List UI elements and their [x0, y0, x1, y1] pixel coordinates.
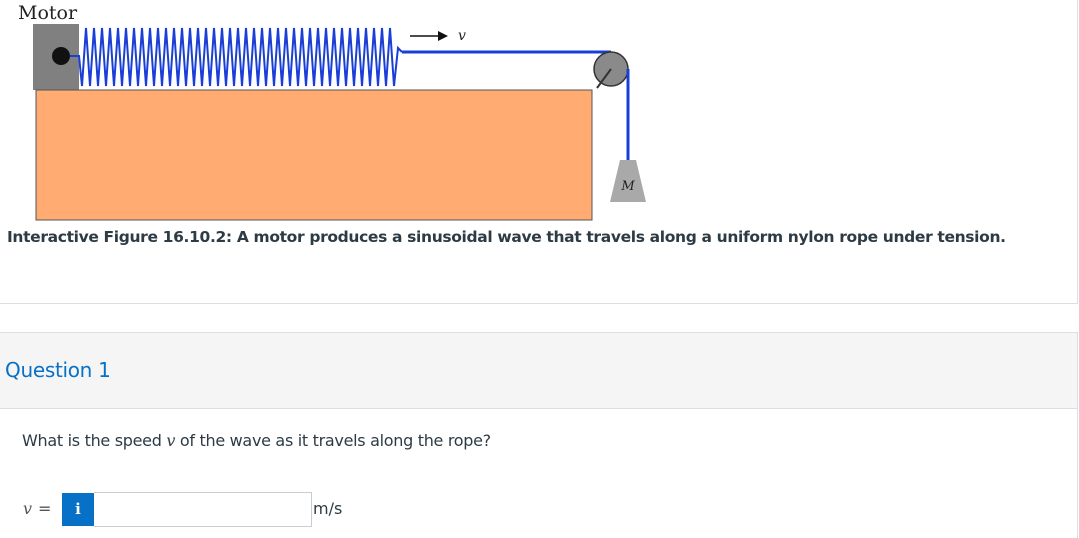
velocity-label: v [458, 28, 466, 44]
question-text-after: of the wave as it travels along the rope… [175, 431, 491, 450]
answer-variable: v [23, 499, 33, 518]
answer-unit: m/s [313, 499, 343, 518]
figure-caption: Interactive Figure 16.10.2: A motor prod… [7, 228, 1006, 246]
sinusoidal-rope [70, 27, 403, 87]
answer-equals: = [38, 499, 52, 518]
question-title: Question 1 [5, 358, 111, 382]
motor-rope-figure: Motor v M [18, 2, 646, 221]
pulley-axle [596, 68, 612, 89]
figure-card: Motor v M Interactive Figure 16.10.2: A … [0, 0, 1078, 304]
answer-row: v = i m/s [0, 491, 400, 529]
question-header: Question 1 [0, 333, 1077, 409]
speed-answer-input[interactable] [94, 492, 312, 527]
orange-block [35, 89, 593, 221]
info-icon[interactable]: i [62, 493, 94, 526]
question-text-before: What is the speed [22, 431, 167, 450]
velocity-arrow-head [438, 31, 448, 41]
mass-label: M [620, 179, 635, 194]
motor-label: Motor [18, 2, 78, 24]
hanging-mass [610, 160, 646, 202]
question-card: Question 1 What is the speed v of the wa… [0, 332, 1078, 538]
motor-shaft [52, 47, 70, 65]
question-text-variable: v [166, 431, 176, 450]
question-text: What is the speed v of the wave as it tr… [22, 431, 491, 450]
